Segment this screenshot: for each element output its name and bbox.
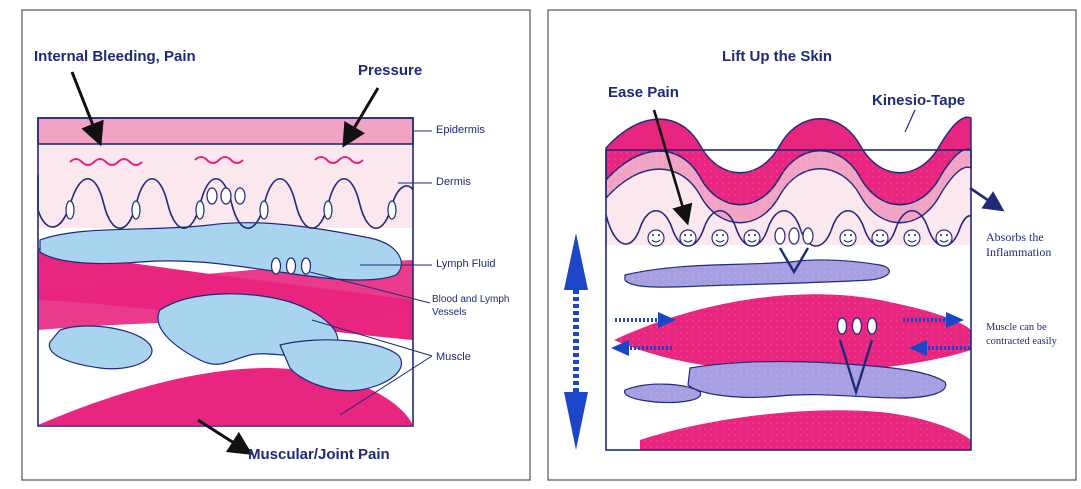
kinesio-tape-leader <box>905 110 915 132</box>
label-muscular-joint-pain: Muscular/Joint Pain <box>248 446 390 463</box>
label-muscle-line1: Muscle can be <box>986 321 1057 335</box>
left-panel-illustration <box>38 72 432 450</box>
label-dermis: Dermis <box>436 176 471 188</box>
label-absorbs-line2: Inflammation <box>986 245 1051 260</box>
label-epidermis: Epidermis <box>436 124 485 136</box>
label-muscle-line2: contracted easily <box>986 335 1057 349</box>
label-internal-bleeding: Internal Bleeding, Pain <box>34 48 196 65</box>
label-muscle: Muscle <box>436 351 471 363</box>
right-panel-illustration <box>564 110 998 450</box>
label-muscle-contracted: Muscle can be contracted easily <box>986 321 1057 349</box>
label-blood-lymph-line1: Blood and Lymph <box>432 293 509 306</box>
label-blood-lymph-line2: Vessels <box>432 306 509 319</box>
label-absorbs-inflammation: Absorbs the Inflammation <box>986 230 1051 260</box>
label-ease-pain: Ease Pain <box>608 84 679 101</box>
label-lift-up-the-skin: Lift Up the Skin <box>722 48 832 65</box>
label-absorbs-line1: Absorbs the <box>986 230 1051 245</box>
lift-skin-arrow <box>564 233 588 450</box>
absorbs-arrow <box>970 188 998 207</box>
label-blood-lymph-vessels: Blood and Lymph Vessels <box>432 293 509 319</box>
label-pressure: Pressure <box>358 62 422 79</box>
label-kinesio-tape: Kinesio-Tape <box>872 92 965 109</box>
label-lymph-fluid: Lymph Fluid <box>436 258 496 270</box>
